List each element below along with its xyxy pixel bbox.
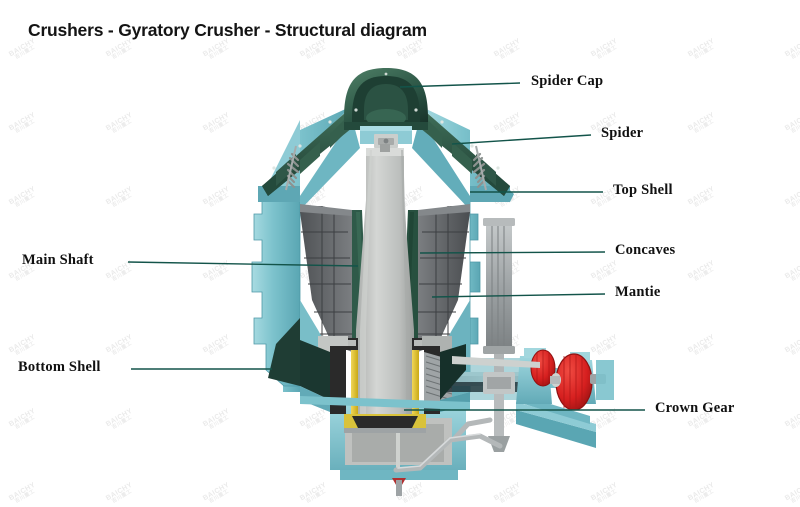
discharge-piping <box>393 417 503 473</box>
main-shaft <box>356 144 414 420</box>
label-main-shaft: Main Shaft <box>22 252 94 268</box>
drive-pulley-assembly <box>516 348 614 448</box>
leader-spider-cap <box>399 82 521 88</box>
label-mantie: Mantie <box>615 284 661 300</box>
label-spider-cap: Spider Cap <box>531 73 604 89</box>
spring-rods <box>285 145 487 191</box>
concaves <box>300 204 470 352</box>
leader-spider <box>451 134 592 145</box>
label-top-shell: Top Shell <box>613 182 673 198</box>
springs <box>286 152 486 189</box>
label-spider: Spider <box>601 125 644 141</box>
bottom-flange <box>300 356 540 412</box>
label-bottom-shell: Bottom Shell <box>18 359 101 375</box>
label-concaves: Concaves <box>615 242 676 258</box>
leader-main-shaft <box>127 261 359 267</box>
label-crown-gear: Crown Gear <box>655 400 735 416</box>
spider-arms <box>262 112 510 196</box>
discharge-piping-highlight <box>397 433 481 469</box>
page-title: Crushers - Gyratory Crusher - Structural… <box>28 20 427 40</box>
leader-mantie <box>431 293 606 298</box>
leader-concaves <box>419 251 606 254</box>
